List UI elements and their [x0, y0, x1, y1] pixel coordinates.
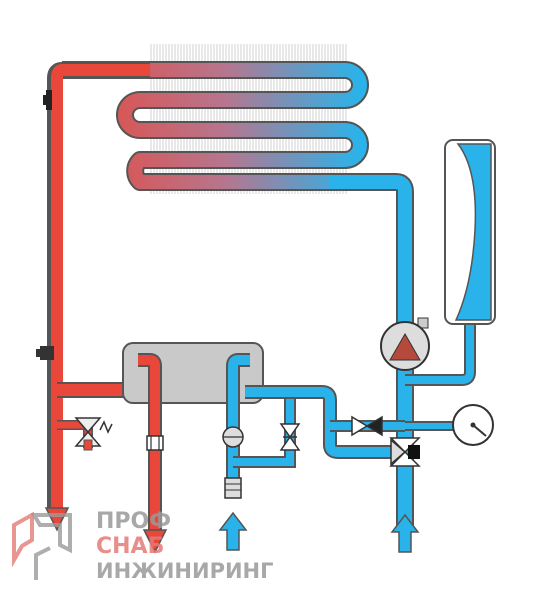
logo-line-3: ИНЖИНИРИНГ — [96, 559, 274, 583]
temperature-sensor-icon — [36, 346, 54, 360]
check-valve-icon — [351, 415, 383, 437]
three-way-valve-icon — [389, 437, 421, 467]
company-logo: ПРОФ СНАБ ИНЖИНИРИНГ — [11, 509, 274, 583]
shutoff-valve-icon — [222, 426, 244, 448]
logo-mark-icon — [11, 511, 72, 580]
bypass-valve-icon — [279, 423, 301, 451]
hot-supply-pipe — [44, 62, 150, 532]
logo-line-1: ПРОФ — [96, 509, 171, 534]
expansion-tank — [444, 139, 496, 325]
cold-water-inlet-pipe — [218, 353, 296, 551]
logo-line-2: СНАБ — [96, 534, 164, 559]
heat-exchanger-coil — [62, 44, 369, 194]
plate-heat-exchanger — [122, 342, 264, 404]
filter-icon — [224, 477, 242, 499]
temperature-sensor-icon — [43, 90, 52, 110]
flow-sensor-icon — [146, 435, 164, 451]
heating-return-pipe — [245, 173, 476, 553]
pressure-gauge-icon — [452, 404, 494, 446]
hot-water-outlet-pipe — [138, 353, 168, 554]
safety-valve-icon — [74, 417, 113, 451]
circulation-pump — [380, 317, 430, 371]
